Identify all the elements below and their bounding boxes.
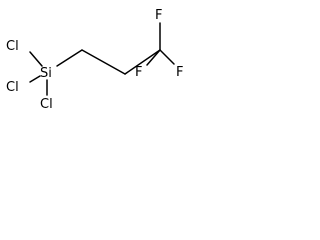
bond-si-cl-left <box>29 75 41 83</box>
bond-c2-c3 <box>124 49 161 75</box>
atom-f-left: F <box>135 65 142 80</box>
atom-f-top: F <box>155 8 162 23</box>
bond-c3-f-right <box>159 49 175 65</box>
bond-c1-c2 <box>81 49 126 75</box>
atom-cl-top: Cl <box>6 39 19 54</box>
atom-f-right: F <box>176 65 183 80</box>
bonds <box>29 22 175 96</box>
atom-si: Si <box>40 66 52 81</box>
atom-cl-bottom: Cl <box>40 97 53 112</box>
bond-c3-f-left <box>146 49 161 66</box>
atom-cl-left: Cl <box>6 80 19 95</box>
bond-si-cl-top <box>29 51 43 67</box>
atom-labels: Si Cl Cl Cl F F F <box>6 8 183 112</box>
bond-si-c1 <box>56 49 83 67</box>
molecule-structure: Si Cl Cl Cl F F F <box>6 8 183 112</box>
